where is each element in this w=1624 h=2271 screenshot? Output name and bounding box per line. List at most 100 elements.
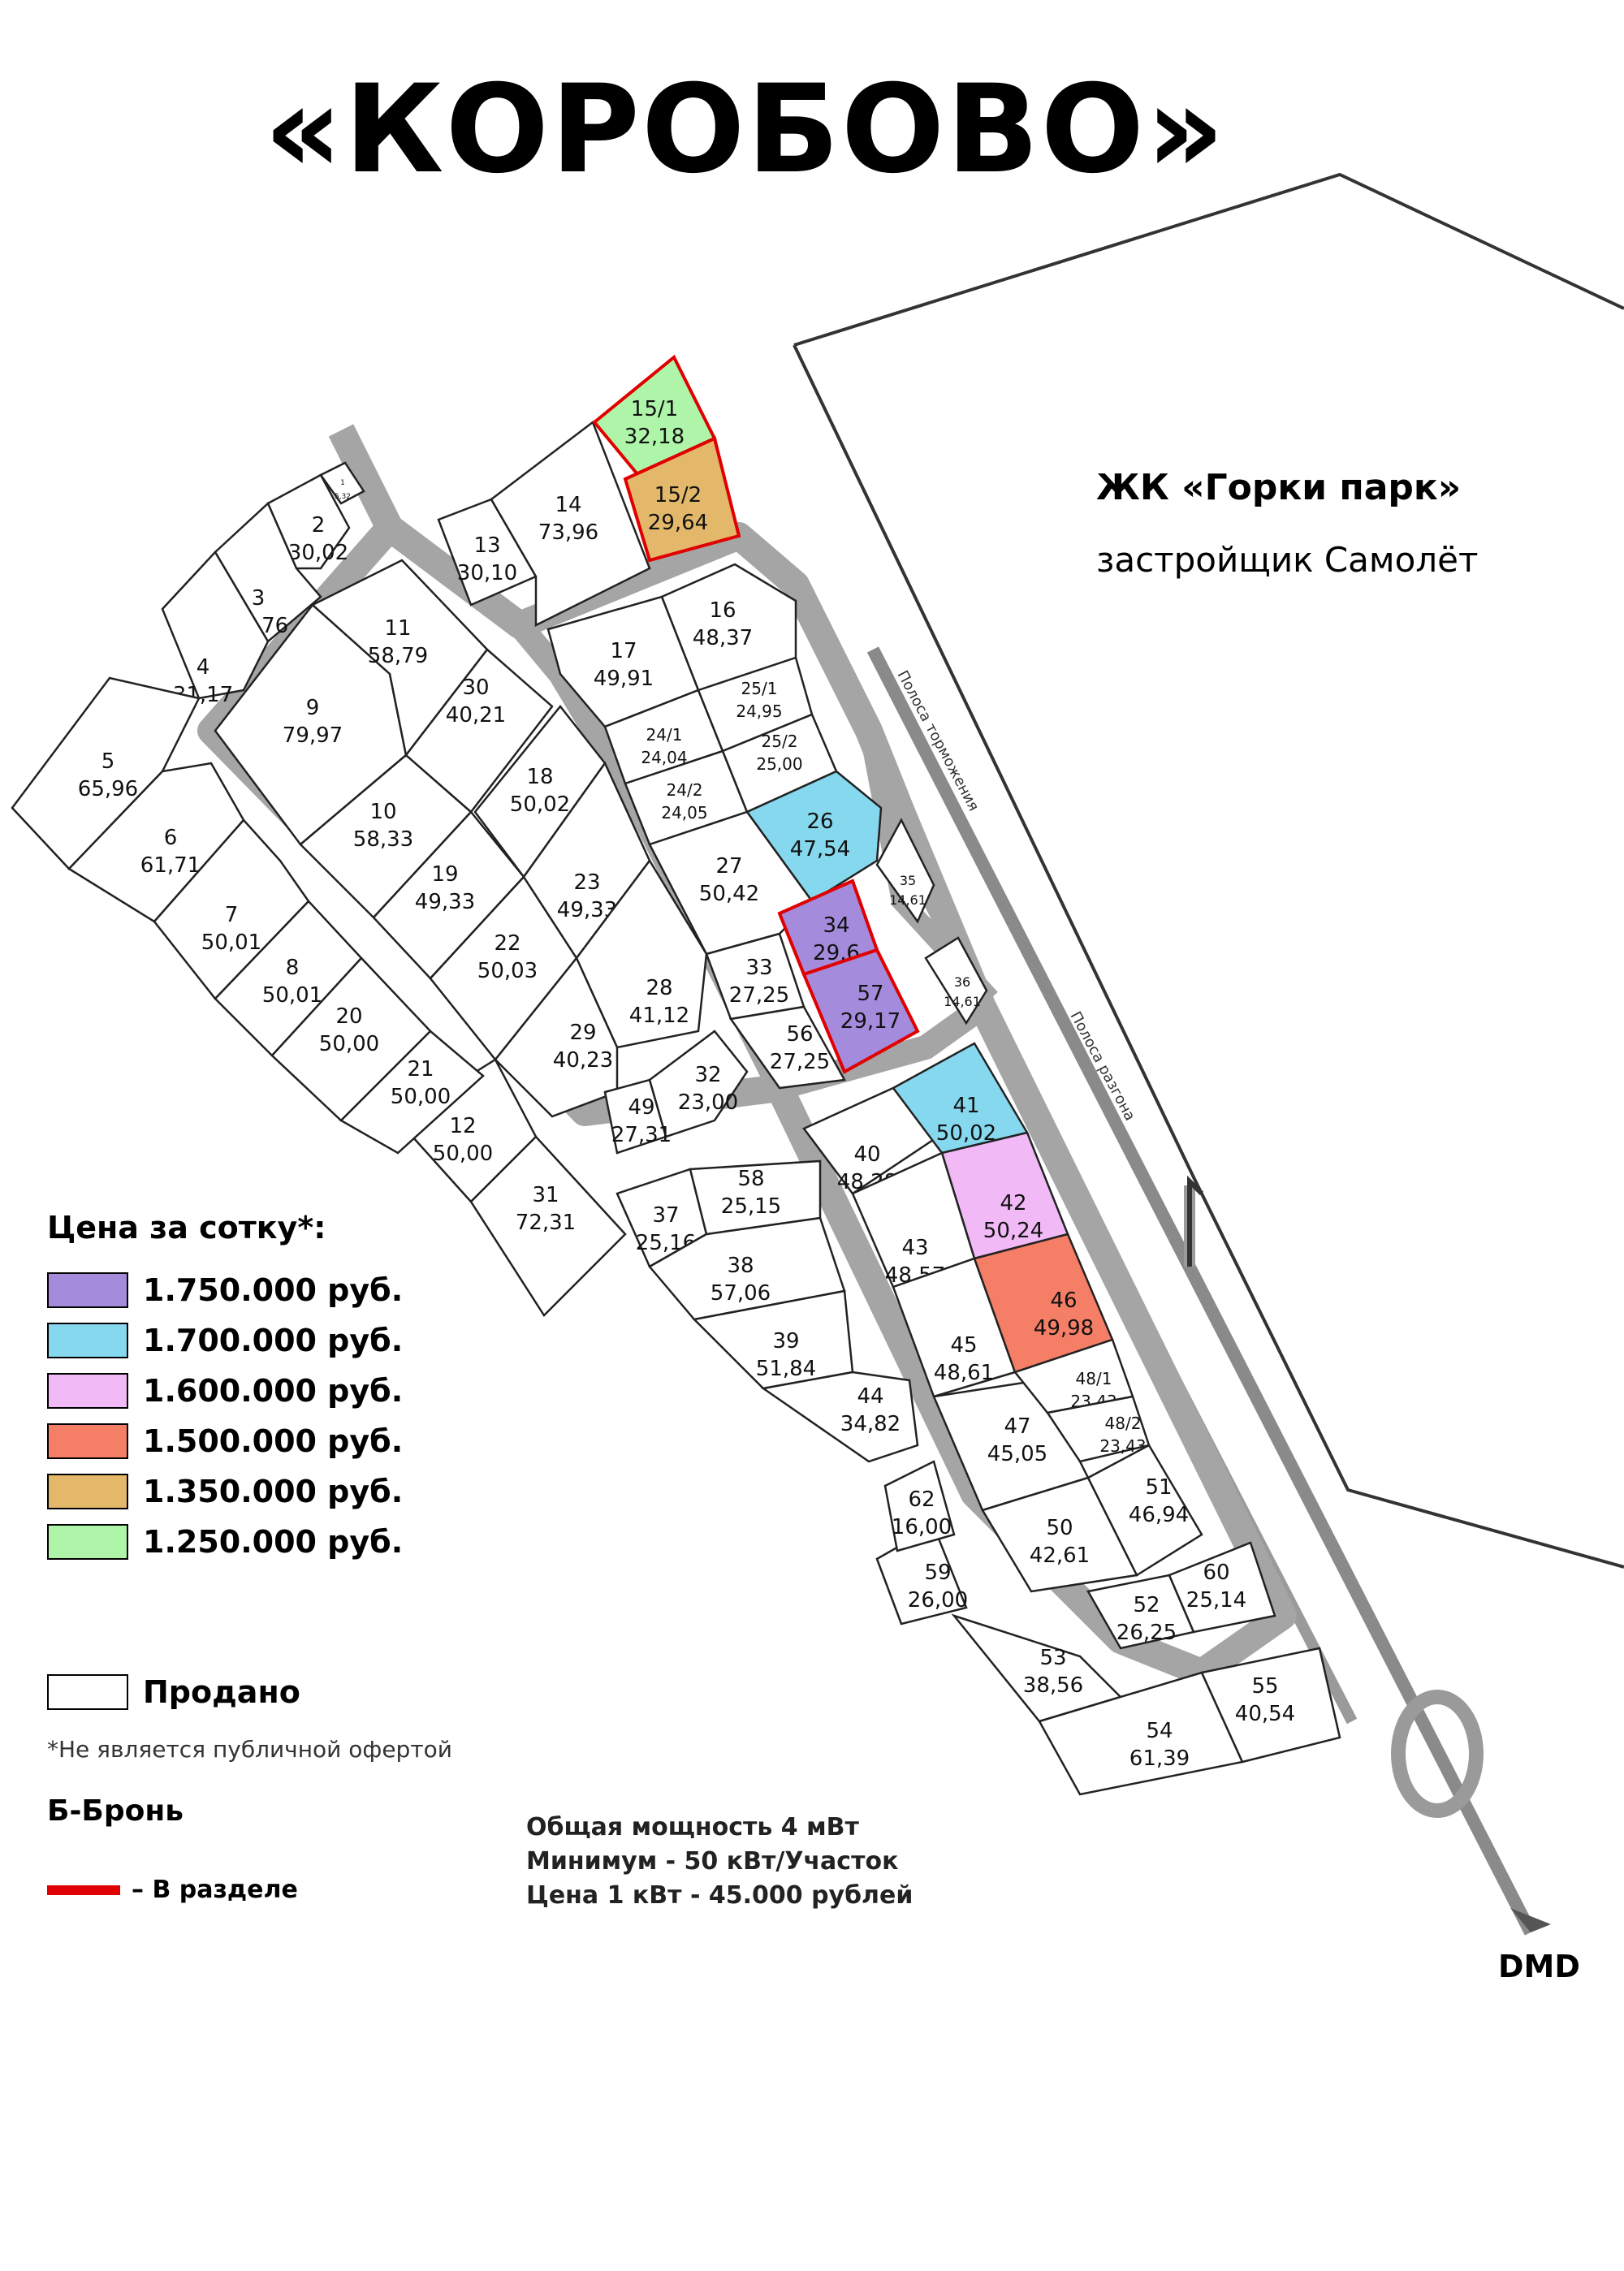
complex-developer: застройщик Самолёт — [1096, 540, 1479, 580]
plot-shape[interactable] — [760, 1371, 919, 1463]
legend-swatch — [47, 1423, 128, 1459]
plot-shape[interactable] — [623, 436, 741, 563]
legend-in-section: – В разделе — [47, 1876, 298, 1904]
plot-shape[interactable] — [153, 818, 310, 1000]
plot-area: 65,96 — [78, 777, 138, 801]
plot-shape[interactable] — [648, 1216, 846, 1321]
plot[interactable]: 25/1 24,95 — [697, 656, 814, 753]
plot[interactable]: 15,32 — [319, 461, 365, 505]
plot[interactable]: 661,71 — [67, 762, 245, 923]
plot-number: 1 — [340, 479, 345, 487]
plot[interactable]: 230,02 — [266, 473, 351, 570]
plot-number: 51 — [1145, 1475, 1172, 1500]
plot-shape[interactable] — [319, 461, 365, 505]
plot-number: 25/1 — [741, 679, 778, 698]
plot-shape[interactable] — [883, 1460, 956, 1552]
plot-shape[interactable] — [1168, 1541, 1276, 1634]
legend-label: 1.600.000 руб. — [143, 1373, 404, 1409]
plot-shape[interactable] — [404, 648, 554, 814]
plot-number: 20 — [335, 1004, 362, 1029]
plot-shape[interactable] — [728, 1005, 846, 1090]
plot-area: 50,00 — [319, 1032, 379, 1056]
plot-number: 27 — [715, 854, 742, 879]
plot-area: 24,95 — [736, 702, 782, 721]
dmd-arrow — [1510, 1908, 1551, 1932]
plot-shape[interactable] — [603, 1078, 667, 1155]
power-info: Общая мощность 4 мВт Минимум - 50 кВт/Уч… — [526, 1811, 913, 1913]
plot-area: 79,97 — [283, 723, 343, 748]
plot-shape[interactable] — [490, 421, 651, 628]
plot-shape[interactable] — [11, 676, 201, 870]
plot-shape[interactable] — [689, 1159, 822, 1236]
plot-shape[interactable] — [924, 936, 988, 1025]
plot[interactable]: 15/132,18 — [592, 354, 717, 481]
plot-number: 52 — [1133, 1593, 1160, 1617]
plot-shape[interactable] — [875, 818, 935, 924]
plot[interactable]: 48/223,43 — [1045, 1395, 1151, 1463]
plot-area: 29,17 — [840, 1009, 901, 1034]
plot-area: 38,56 — [1023, 1673, 1083, 1698]
plot-shape[interactable] — [339, 1030, 485, 1155]
plot-number: 60 — [1203, 1561, 1229, 1585]
plot-shape[interactable] — [494, 956, 619, 1118]
plot-area: 32,18 — [624, 425, 685, 449]
plot-number: 28 — [646, 976, 672, 1000]
red-line-swatch — [47, 1885, 120, 1895]
plot-area: 24,04 — [641, 748, 687, 767]
complex-name: ЖК «Горки парк» — [1096, 467, 1462, 508]
plot-shape[interactable] — [801, 948, 920, 1074]
plot-number: 12 — [449, 1114, 476, 1138]
plot[interactable]: 15/229,64 — [623, 436, 741, 563]
plot-number: 47 — [1004, 1414, 1030, 1439]
plot[interactable]: 750,01 — [153, 818, 310, 1000]
plot-shape[interactable] — [1200, 1647, 1341, 1764]
plot-shape[interactable] — [1086, 1444, 1203, 1577]
plot[interactable]: 565,96 — [11, 676, 201, 870]
plot-number: 49 — [628, 1095, 654, 1120]
plot-area: 50,42 — [699, 882, 759, 906]
plot-number: 37 — [652, 1203, 679, 1228]
plot-shape[interactable] — [67, 762, 245, 923]
plot-number: 62 — [908, 1487, 935, 1512]
plot[interactable]: 850,01 — [214, 900, 363, 1057]
plot-shape[interactable] — [161, 550, 270, 700]
plot-number: 35 — [900, 873, 916, 888]
plot-shape[interactable] — [469, 1135, 627, 1317]
